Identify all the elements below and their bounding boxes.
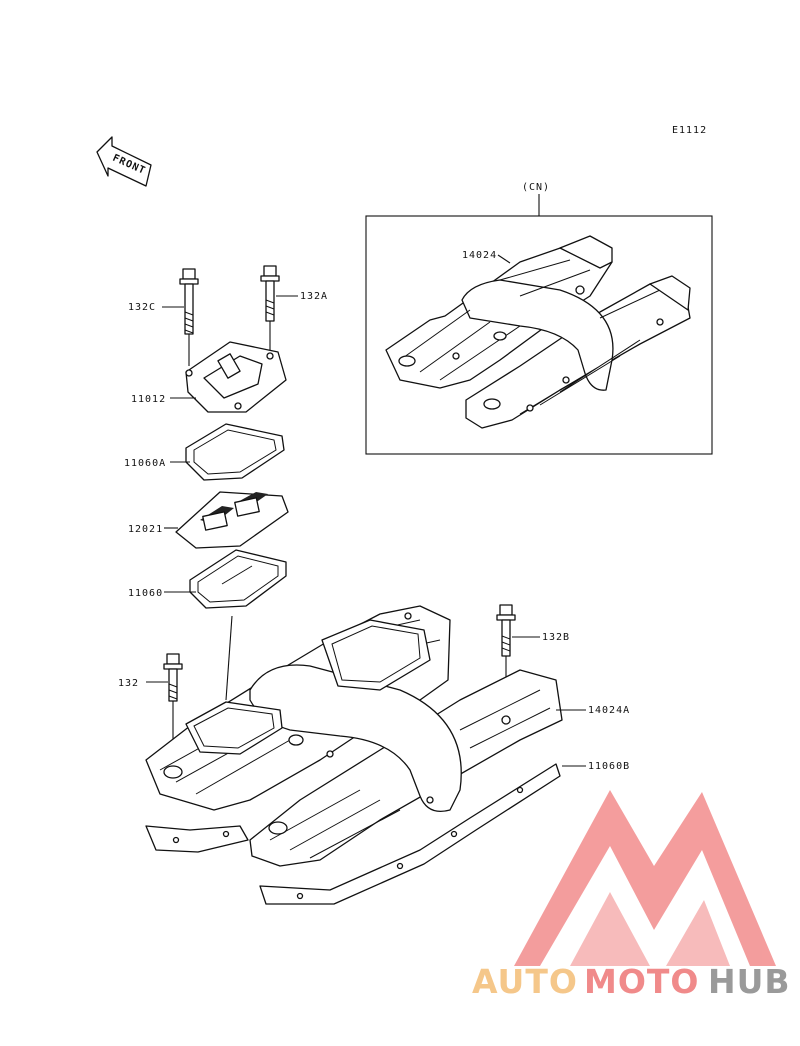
label-132a: 132A xyxy=(300,291,328,302)
label-132c: 132C xyxy=(128,302,156,313)
diagram-code: E1112 xyxy=(672,125,707,136)
gasket-11060 xyxy=(189,549,287,609)
front-arrow-icon: FRONT xyxy=(96,136,152,187)
variant-label: (CN) xyxy=(522,182,550,193)
label-132b: 132B xyxy=(542,632,570,643)
cylinder-head-cover-cn xyxy=(385,235,691,429)
label-11012: 11012 xyxy=(131,394,166,405)
label-14024: 14024 xyxy=(462,250,497,261)
watermark-auto: AUTO xyxy=(472,962,578,1001)
label-12021: 12021 xyxy=(128,524,163,535)
gasket-11060a xyxy=(185,423,285,481)
bolt-132a xyxy=(260,265,280,350)
watermark-hub: HUB xyxy=(708,962,791,1001)
gasket-11060b xyxy=(145,763,561,905)
reed-plate-12021 xyxy=(175,491,289,549)
watermark-moto: MOTO xyxy=(584,962,699,1001)
automotohub-logo xyxy=(514,790,776,966)
label-11060b: 11060B xyxy=(588,761,630,772)
cylinder-head-cover-14024a xyxy=(145,605,563,867)
label-14024a: 14024A xyxy=(588,705,630,716)
cover-plate-11012 xyxy=(185,341,287,413)
label-11060a: 11060A xyxy=(124,458,166,469)
cn-variant-box: (CN) 14024 xyxy=(365,182,713,455)
label-132: 132 xyxy=(118,678,139,689)
label-11060: 11060 xyxy=(128,588,163,599)
bolt-132 xyxy=(163,653,183,770)
automotohub-wordmark: AUTO MOTO HUB xyxy=(472,962,791,1001)
bolt-132c xyxy=(179,268,199,366)
